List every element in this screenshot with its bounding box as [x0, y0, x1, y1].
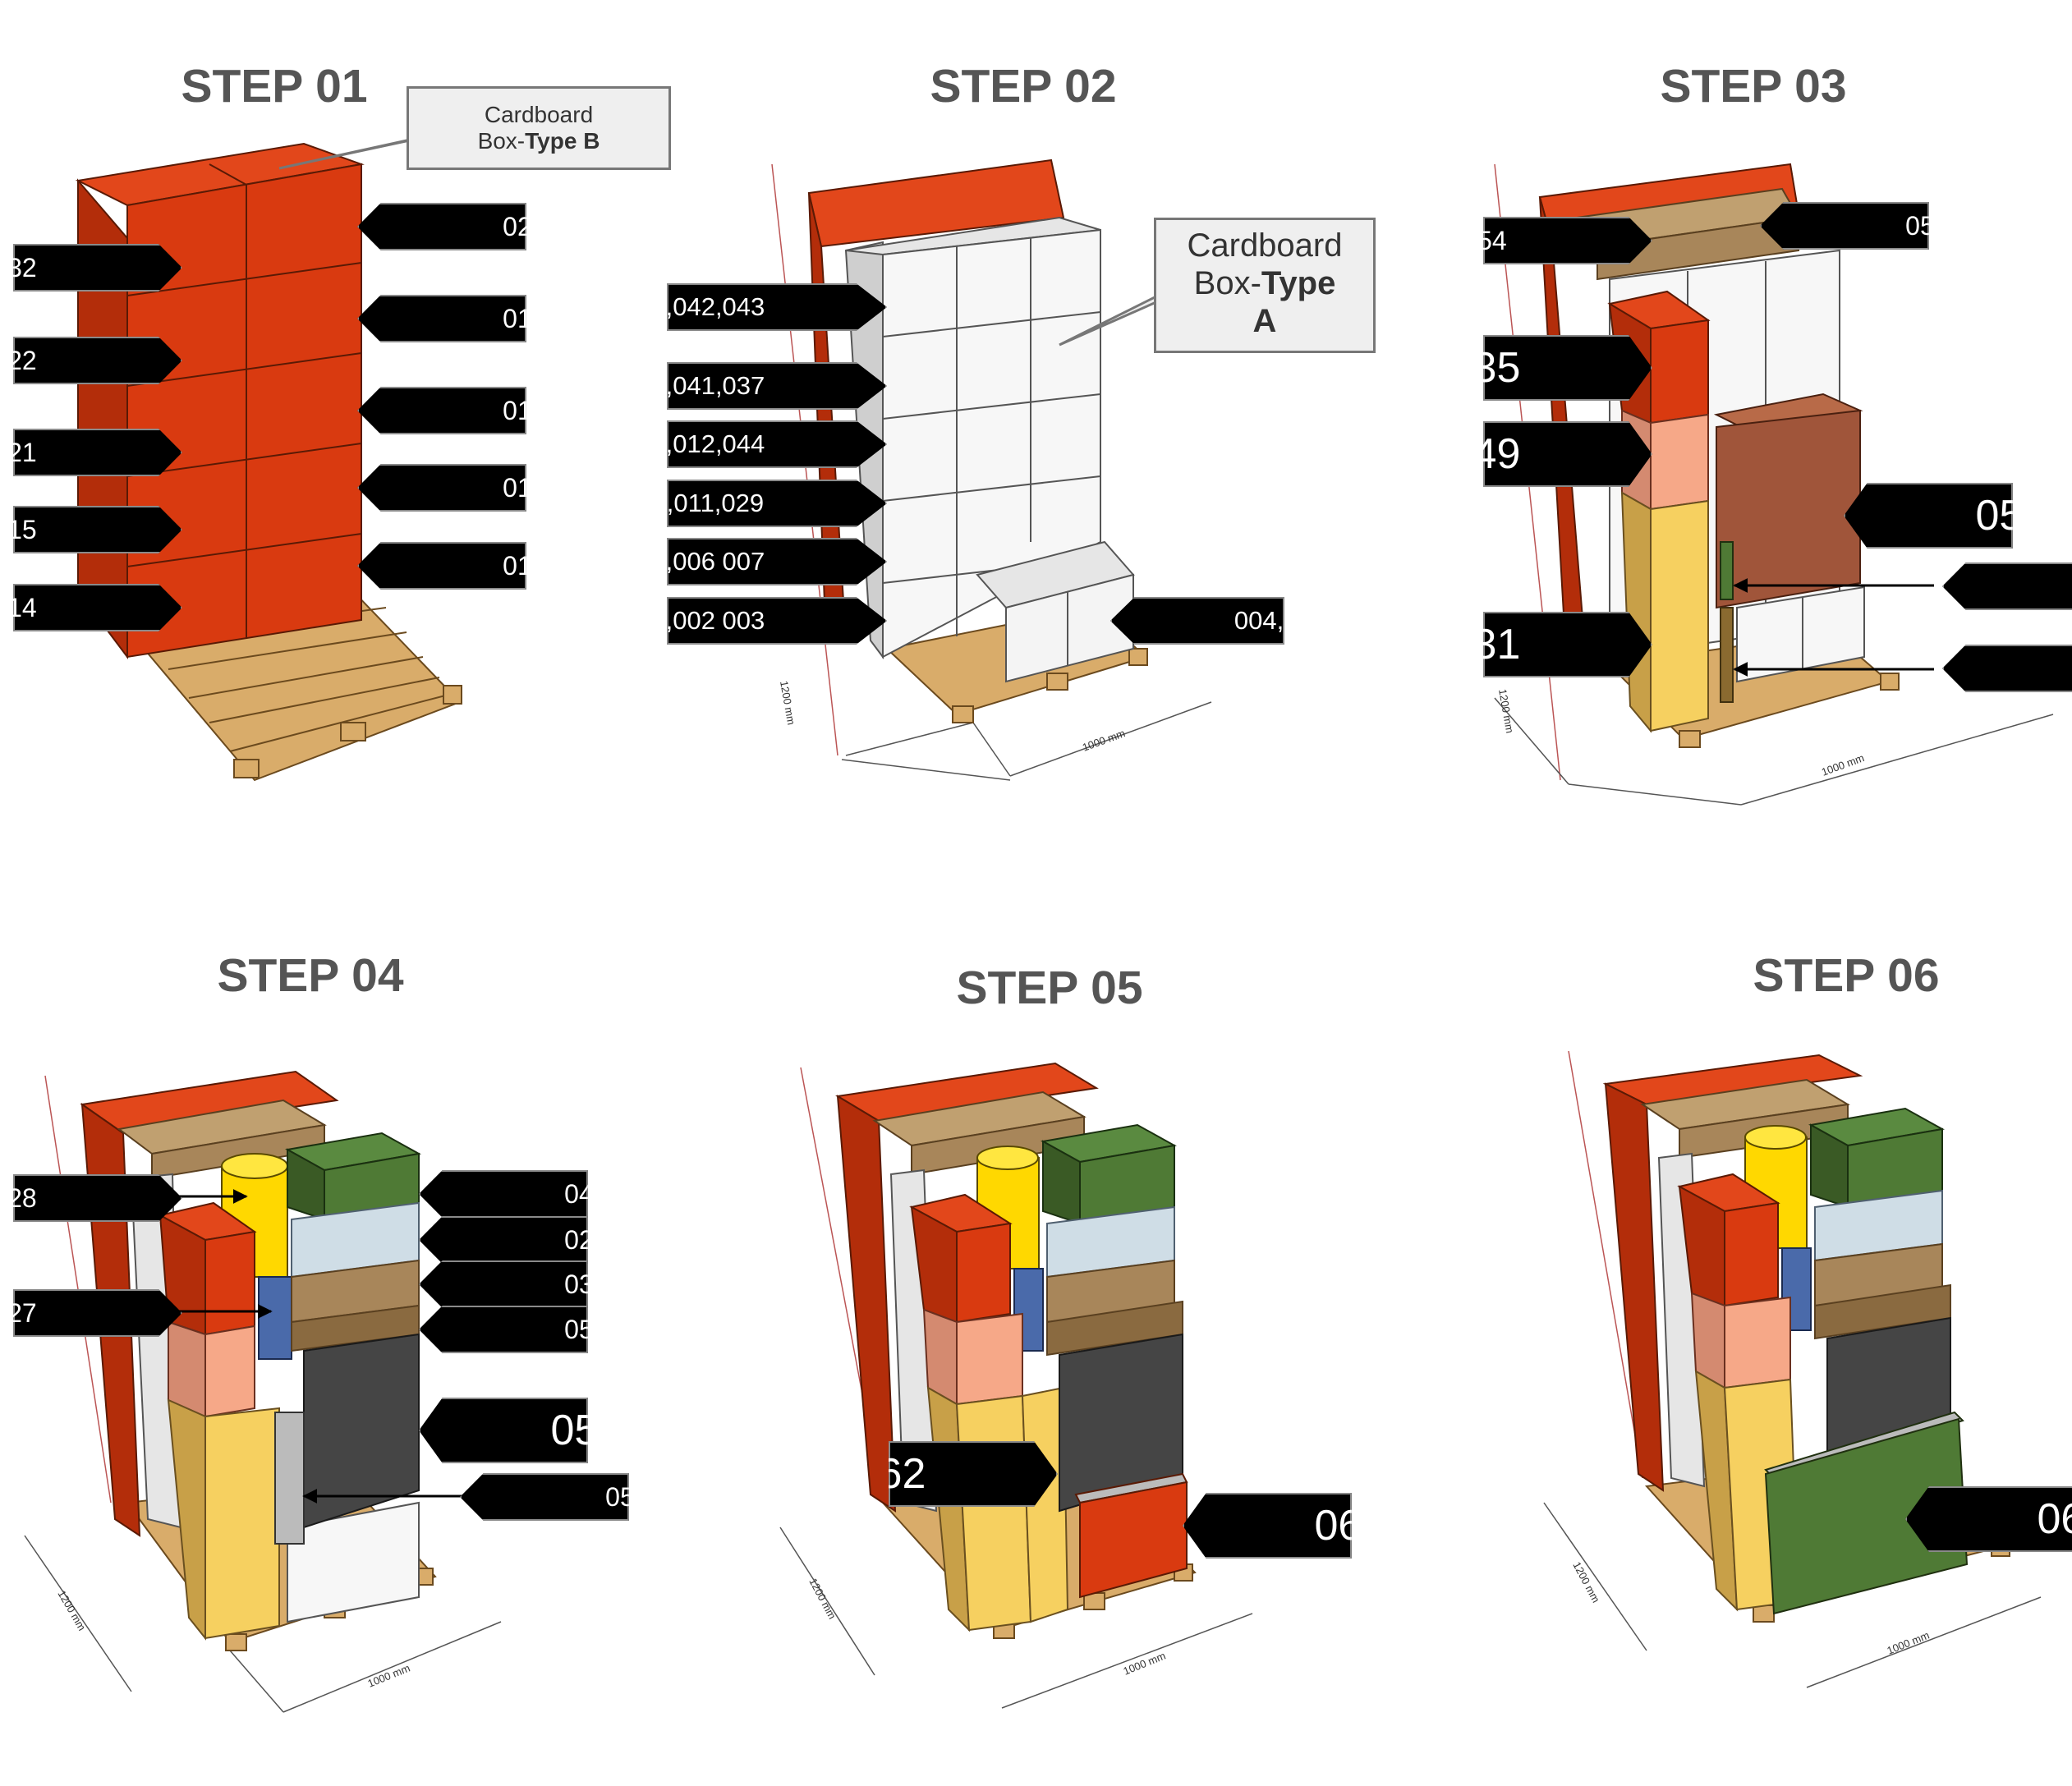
box-052-green — [1720, 541, 1734, 600]
step-05-illustration: 1200 mm 1000 mm — [779, 1062, 1253, 1709]
label-059: 059 — [460, 1473, 629, 1521]
step-04-illustration: 1200 mm 1000 mm — [24, 1070, 502, 1713]
dimension-label-1000: 1000 mm — [1081, 727, 1127, 754]
label-016: 016 — [357, 542, 526, 590]
box-stack-type-b — [75, 142, 365, 659]
label-020: 020 — [357, 203, 526, 250]
label-014: 014 — [13, 584, 182, 631]
label-030-012-044: 030,012,044 — [667, 420, 887, 468]
label-031: 031 — [1483, 612, 1652, 677]
label-049: 049 — [1483, 421, 1652, 487]
callout-cardboard-type-b: Cardboard Box-Type B — [407, 86, 671, 170]
dimension-label-1200: 1200 mm — [806, 1576, 838, 1621]
label-062: 062 — [889, 1441, 1058, 1507]
board-061-green — [1764, 1411, 1969, 1615]
label-026: 026 — [1942, 645, 2072, 692]
callout-line2-bold: Type — [1261, 265, 1336, 301]
step-02-title: STEP 02 — [930, 60, 1117, 112]
box-red-upper — [1677, 1173, 1780, 1307]
dimension-label-1200: 1200 mm — [778, 680, 797, 726]
white-front-boxes — [1736, 585, 1865, 683]
label-056: 056 — [1844, 483, 2013, 549]
dimension-label-1000: 1000 mm — [366, 1662, 412, 1690]
callout-line2: Box-Type B — [409, 128, 668, 154]
dimension-label-1200: 1200 mm — [1570, 1559, 1602, 1605]
callout-line2-prefix: Box- — [1193, 265, 1261, 301]
dimension-label-1000: 1000 mm — [1886, 1629, 1932, 1657]
step-06-title: STEP 06 — [1753, 949, 1940, 1002]
label-052: 052 — [1942, 562, 2072, 610]
step-02-illustration: 1200 mm 1000 mm — [771, 158, 1212, 781]
callout-line1: Cardboard — [1187, 227, 1343, 264]
label-023: 023 — [419, 1216, 588, 1264]
dimension-lines — [1543, 1050, 2042, 1688]
step-01-title: STEP 01 — [181, 60, 368, 112]
box-salmon — [1690, 1292, 1791, 1389]
step-04-title: STEP 04 — [217, 949, 404, 1002]
green-box — [1041, 1123, 1177, 1225]
box-salmon — [922, 1308, 1023, 1406]
label-054: 054 — [1483, 217, 1652, 264]
label-027: 027 — [13, 1289, 182, 1337]
callout-line1: Cardboard — [484, 102, 594, 127]
label-060: 060 — [1183, 1493, 1352, 1559]
callout-line3: A — [1156, 302, 1373, 340]
box-056-brown — [1713, 393, 1863, 609]
label-004-009: 004,009 — [1110, 597, 1284, 645]
callout-line3-bold: A — [1252, 303, 1277, 339]
label-005-006-007: 005,006 007 — [667, 538, 887, 585]
label-036: 036 — [419, 1260, 588, 1308]
label-017: 017 — [357, 464, 526, 512]
label-035: 035 — [1483, 335, 1652, 401]
step-03-illustration: 1200 mm 1000 mm — [1494, 163, 2054, 806]
box-red-upper — [158, 1201, 257, 1336]
box-060-red — [1074, 1472, 1188, 1599]
white-box-stack-type-a — [844, 216, 1135, 683]
label-021: 021 — [13, 429, 182, 476]
label-053: 053 — [1760, 202, 1929, 250]
label-028: 028 — [13, 1174, 182, 1222]
box-tan-tall — [167, 1398, 280, 1641]
step-03-title: STEP 03 — [1660, 60, 1847, 112]
label-008-042-043: 008,042,043 — [667, 283, 887, 331]
green-box — [1808, 1107, 1945, 1209]
box-031-tan — [1620, 491, 1709, 733]
callout-line2-prefix: Box- — [477, 128, 526, 154]
callout-line2: Box-Type — [1156, 264, 1373, 302]
callout-cardboard-type-a: Cardboard Box-Type A — [1154, 218, 1376, 353]
red-back-layer — [835, 1062, 1099, 1513]
step-05-title: STEP 05 — [956, 962, 1143, 1014]
box-062-tan — [926, 1386, 1069, 1632]
label-022: 022 — [13, 337, 182, 384]
dimension-label-1000: 1000 mm — [1122, 1650, 1168, 1678]
callout-line2-bold: Type B — [525, 128, 600, 154]
label-010-011-029: 010,011,029 — [667, 480, 887, 527]
box-026 — [1720, 607, 1734, 703]
label-055: 055 — [419, 1306, 588, 1353]
dimension-label-1200: 1200 mm — [1496, 688, 1516, 734]
label-032: 032 — [13, 244, 182, 292]
box-058-dark — [303, 1333, 420, 1529]
label-001-002-003: 001,002 003 — [667, 597, 887, 645]
kraft-top-boxes — [117, 1099, 327, 1180]
box-027-blue — [258, 1276, 292, 1360]
label-058: 058 — [419, 1398, 588, 1463]
box-059-grey — [274, 1412, 305, 1545]
box-red-upper — [909, 1193, 1013, 1324]
step-06-illustration: 1200 mm 1000 mm — [1543, 1050, 2042, 1688]
label-019: 019 — [357, 387, 526, 434]
label-015: 015 — [13, 506, 182, 553]
box-salmon — [168, 1320, 255, 1418]
label-013-041-037: 013,041,037 — [667, 362, 887, 410]
label-061: 061 — [1905, 1486, 2072, 1552]
dimension-label-1000: 1000 mm — [1820, 751, 1866, 778]
label-047: 047 — [419, 1170, 588, 1218]
dimension-label-1200: 1200 mm — [55, 1588, 88, 1632]
red-back-layer — [1602, 1054, 1863, 1492]
label-018: 018 — [357, 295, 526, 342]
